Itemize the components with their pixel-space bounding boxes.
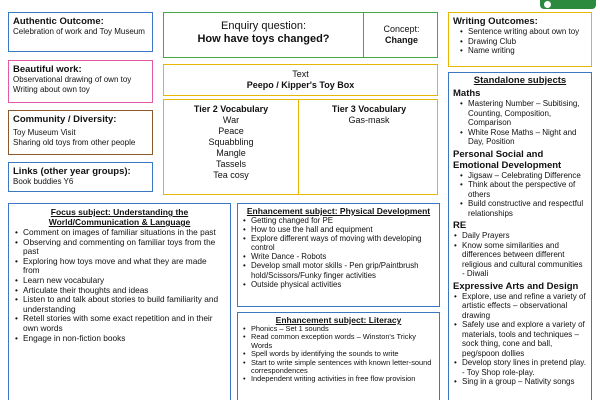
list-item: Retell stories with some exact repetitio… [14,313,225,333]
enquiry-question-section: Enquiry question: How have toys changed? [164,13,364,57]
writing-outcomes-list: Sentence writing about own toy Drawing C… [453,27,587,56]
physical-development-list: Getting changed for PE How to use the ha… [242,216,435,289]
list-item: Comment on images of familiar situations… [14,227,225,238]
list-item: Daily Prayers [453,231,587,241]
focus-subject-title: Focus subject: Understanding the World/C… [48,207,191,227]
tier3-title: Tier 3 Vocabulary [331,104,407,114]
tier2-word: Mangle [216,148,246,158]
list-item: Write Dance - Robots [242,252,435,261]
literacy-list: Phonics – Set 1 sounds Read common excep… [242,324,435,385]
beautiful-work-box: Beautiful work: Observational drawing of… [8,60,153,103]
concept-section: Concept: Change [364,13,437,57]
tier2-word: Peace [218,126,244,136]
list-item: Listen to and talk about stories to buil… [14,294,225,314]
pshe-heading: Personal Social and Emotional Developmen… [453,148,562,171]
list-item: How to use the hall and equipment [242,225,435,234]
tier3-word: Gas-mask [348,115,390,125]
literacy-box: Enhancement subject: Literacy Phonics – … [237,312,440,400]
list-item: Observing and commenting on familiar toy… [14,237,225,257]
community-title: Community / Diversity: [13,114,117,125]
list-item: Develop story lines in pretend play. - T… [453,358,587,377]
tier2-word: Tassels [215,159,246,169]
list-item: Safely use and explore a variety of mate… [453,320,587,358]
ead-list: Explore, use and refine a variety of art… [453,292,587,387]
authentic-outcome-title: Authentic Outcome: [13,16,104,27]
list-item: Explore different ways of moving with de… [242,234,435,252]
list-item: Explore, use and refine a variety of art… [453,292,587,321]
list-item: Phonics – Set 1 sounds [242,324,435,334]
school-logo [540,0,596,9]
links-title: Links (other year groups): [13,166,131,177]
list-item: Think about the perspective of others [459,180,587,199]
list-item: Spell words by identifying the sounds to… [242,349,435,359]
beautiful-work-line: Writing about own toy [13,84,90,94]
list-item: Drawing Club [459,37,587,47]
list-item: Name writing [459,46,587,56]
list-item: Getting changed for PE [242,216,435,225]
enquiry-box: Enquiry question: How have toys changed?… [163,12,438,58]
list-item: Engage in non-fiction books [14,333,225,344]
list-item: Develop small motor skills - Pen grip/Pa… [242,261,435,279]
focus-subject-box: Focus subject: Understanding the World/C… [8,203,231,400]
list-item: Articulate their thoughts and ideas [14,285,225,296]
links-line: Book buddies Y6 [13,177,74,186]
enquiry-label: Enquiry question: [221,20,306,32]
list-item: Sentence writing about own toy [459,27,587,37]
list-item: Independent writing activities in free f… [242,375,435,385]
enquiry-question: How have toys changed? [197,33,330,45]
authentic-outcome-line: Celebration of work and Toy Museum [13,27,145,36]
tier2-word: War [222,115,240,125]
physical-development-box: Enhancement subject: Physical Developmen… [237,203,440,307]
list-item: Know some similarities and differences b… [453,241,587,279]
list-item: Sing in a group – Nativity songs [453,377,587,387]
physical-development-title: Enhancement subject: Physical Developmen… [246,206,431,216]
list-item: Outside physical activities [242,280,435,289]
concept-label: Concept: [383,24,420,34]
tier3-section: Tier 3 Vocabulary Gas-mask [299,100,437,194]
standalone-title: Standalone subjects [473,75,567,86]
community-box: Community / Diversity: Toy Museum Visit … [8,110,153,155]
pshe-list: Jigsaw – Celebrating Difference Think ab… [453,171,587,219]
list-item: Exploring how toys move and what they ar… [14,256,225,276]
list-item: Start to write simple sentences with kno… [242,358,435,376]
list-item: Build constructive and respectful relati… [459,199,587,218]
maths-list: Mastering Number – Subitising, Counting,… [453,99,587,147]
writing-outcomes-box: Writing Outcomes: Sentence writing about… [448,12,592,67]
community-line: Toy Museum Visit [13,128,76,137]
beautiful-work-line: Observational drawing of own toy [13,75,132,84]
maths-heading: Maths [453,88,481,99]
focus-subject-list: Comment on images of familiar situations… [14,227,225,344]
list-item: Jigsaw – Celebrating Difference [459,171,587,181]
vocabulary-box: Tier 2 Vocabulary War Peace Squabbling M… [163,99,438,195]
list-item: Mastering Number – Subitising, Counting,… [459,99,587,128]
ead-heading: Expressive Arts and Design [453,280,579,292]
list-item: Read common exception words – Winston's … [242,333,435,350]
text-box: Text Peepo / Kipper's Toy Box [163,64,438,96]
literacy-title: Enhancement subject: Literacy [275,315,402,325]
authentic-outcome-box: Authentic Outcome: Celebration of work a… [8,12,153,52]
tier2-word: Tea cosy [213,170,249,180]
list-item: Learn new vocabulary [14,275,225,286]
concept-value: Change [384,35,418,45]
re-list: Daily Prayers Know some similarities and… [453,231,587,279]
standalone-box: Standalone subjects Maths Mastering Numb… [448,72,592,400]
links-box: Links (other year groups): Book buddies … [8,162,153,192]
tier2-word: Squabbling [208,137,254,147]
text-label: Text [292,69,309,79]
tier2-section: Tier 2 Vocabulary War Peace Squabbling M… [164,100,299,194]
writing-outcomes-title: Writing Outcomes: [453,16,538,27]
list-item: White Rose Maths – Night and Day, Positi… [459,128,587,147]
text-value: Peepo / Kipper's Toy Box [246,80,355,90]
tier2-title: Tier 2 Vocabulary [193,104,269,114]
community-line: Sharing old toys from other people [13,137,136,147]
beautiful-work-title: Beautiful work: [13,64,82,75]
re-heading: RE [453,220,467,231]
